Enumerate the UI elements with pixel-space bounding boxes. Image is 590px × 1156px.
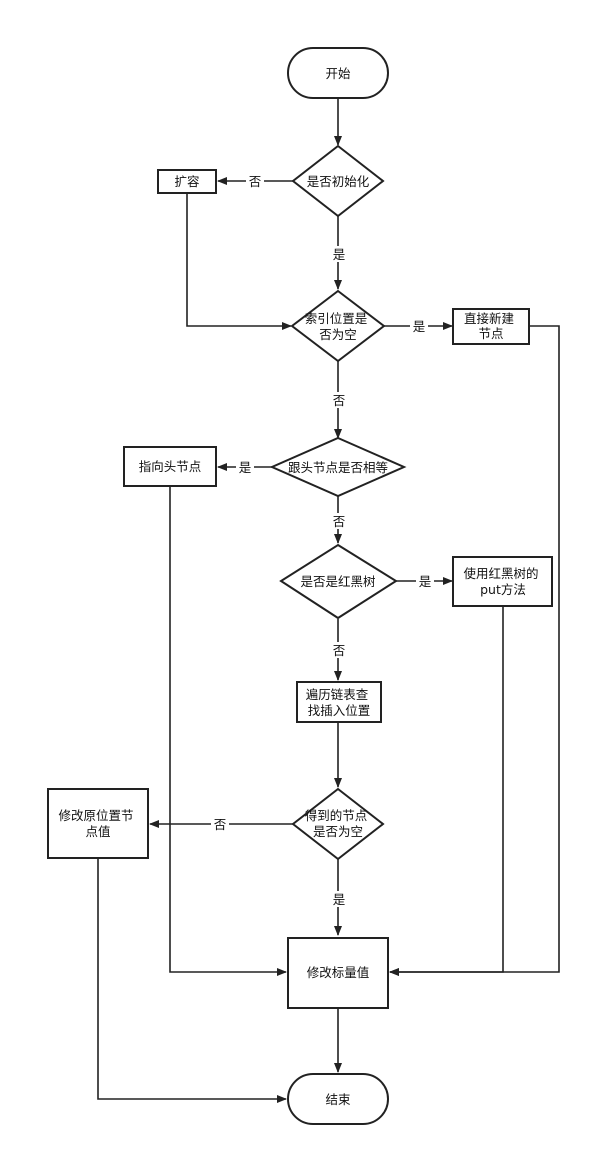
label-rbtree-yes: 是 — [419, 574, 432, 589]
svg-text:开始: 开始 — [325, 66, 351, 81]
end-node: 结束 — [287, 1073, 389, 1125]
modify-mark-label: 修改标量值 — [307, 965, 370, 980]
modify-orig-line2: 点值 — [85, 824, 110, 839]
traverse-line2: 找插入位置 — [308, 703, 371, 718]
end-label: 结束 — [325, 1092, 351, 1107]
svg-text:结束: 结束 — [325, 1092, 351, 1107]
edge-pointhead-to-mark — [169, 487, 287, 976]
svg-text:使用红黑树的 put方法: 使用红黑树的 put方法 — [464, 566, 543, 597]
decision-index-empty: 索引位置是 否为空 — [290, 289, 386, 363]
svg-text:修改原位置节 点值: 修改原位置节 点值 — [59, 808, 138, 839]
edge-resize-to-index — [186, 193, 292, 330]
label-rbtree-no: 否 — [333, 643, 346, 658]
start-node: 开始 — [287, 47, 389, 99]
edge-orig-to-end — [97, 859, 287, 1103]
svg-text:扩容: 扩容 — [174, 174, 199, 189]
new-node-line1: 直接新建 — [464, 311, 515, 326]
modify-mark-box: 修改标量值 — [287, 937, 389, 1009]
decision-is-initialized: 是否初始化 — [291, 144, 385, 218]
edge-newnode-to-mark — [389, 325, 560, 976]
label-head-yes: 是 — [239, 460, 252, 475]
svg-text:是否是红黑树: 是否是红黑树 — [300, 574, 375, 589]
node-empty-line1: 得到的节点 — [305, 808, 368, 823]
label-init-no: 否 — [249, 174, 262, 189]
rbtree-put-line1: 使用红黑树的 — [464, 566, 539, 581]
svg-text:指向头节点: 指向头节点 — [139, 459, 202, 474]
traverse-box: 遍历链表查 找插入位置 — [296, 681, 382, 723]
index-empty-line2: 否为空 — [319, 327, 357, 342]
decision-is-rbtree: 是否是红黑树 — [279, 543, 398, 620]
head-equal-label: 跟头节点是否相等 — [288, 460, 388, 475]
resize-label: 扩容 — [174, 174, 199, 189]
label-nodeempty-no: 否 — [214, 817, 227, 832]
svg-text:修改标量值: 修改标量值 — [307, 965, 370, 980]
start-label: 开始 — [325, 66, 351, 81]
rbtree-put-line2: put方法 — [480, 582, 526, 597]
svg-text:是否初始化: 是否初始化 — [307, 174, 370, 189]
is-rbtree-label: 是否是红黑树 — [300, 574, 375, 589]
svg-text:直接新建 节点: 直接新建 节点 — [464, 311, 518, 341]
edges — [97, 98, 560, 1103]
edge-put-to-mark — [389, 607, 504, 976]
modify-orig-line1: 修改原位置节 — [59, 808, 134, 823]
index-empty-line1: 索引位置是 — [305, 311, 368, 326]
label-index-yes: 是 — [413, 319, 426, 334]
decision-head-equal: 跟头节点是否相等 — [269, 436, 407, 498]
new-node-box: 直接新建 节点 — [452, 308, 530, 345]
modify-original-box: 修改原位置节 点值 — [47, 788, 149, 859]
is-init-label: 是否初始化 — [307, 174, 370, 189]
label-nodeempty-yes: 是 — [333, 892, 346, 907]
point-head-box: 指向头节点 — [123, 446, 217, 487]
decision-node-empty: 得到的节点 是否为空 — [291, 787, 385, 861]
svg-text:索引位置是 否为空: 索引位置是 否为空 — [305, 311, 372, 342]
traverse-line1: 遍历链表查 — [306, 687, 369, 702]
new-node-line2: 节点 — [478, 326, 503, 341]
label-index-no: 否 — [333, 393, 346, 408]
svg-text:得到的节点 是否为空: 得到的节点 是否为空 — [305, 808, 372, 839]
edge-labels: 否 是 是 否 是 否 是 否 否 是 — [211, 173, 434, 907]
node-empty-line2: 是否为空 — [313, 824, 363, 839]
nodes: 开始 是否初始化 扩容 索引位置是 否为空 — [47, 47, 553, 1125]
point-head-label: 指向头节点 — [139, 459, 202, 474]
label-init-yes: 是 — [333, 247, 346, 262]
resize-node: 扩容 — [157, 169, 217, 194]
label-head-no: 否 — [333, 514, 346, 529]
rbtree-put-box: 使用红黑树的 put方法 — [452, 556, 553, 607]
svg-text:遍历链表查 找插入位置: 遍历链表查 找插入位置 — [306, 687, 373, 718]
svg-text:跟头节点是否相等: 跟头节点是否相等 — [288, 460, 388, 475]
